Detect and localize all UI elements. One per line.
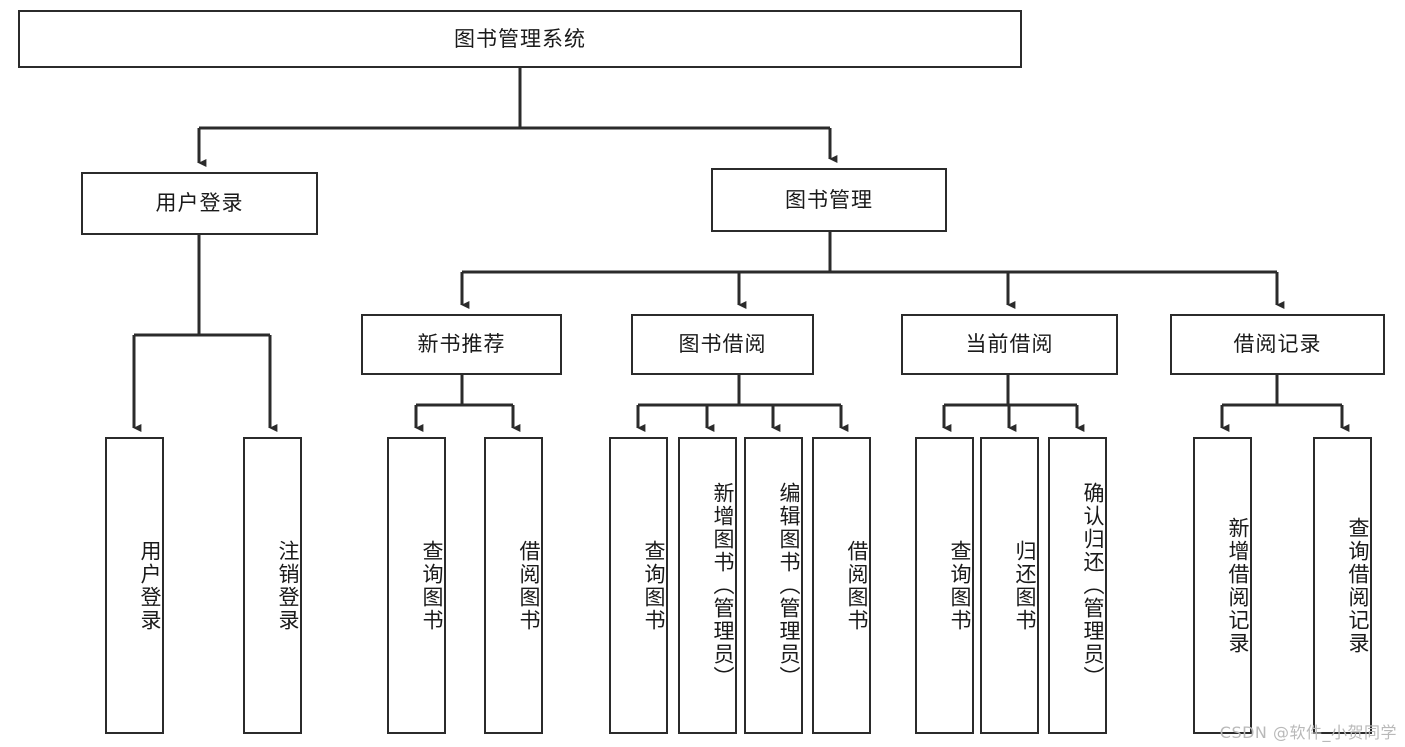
- leaf-user-login-label: 用户登录: [138, 539, 162, 632]
- node-borrow-record[interactable]: 借阅记录: [1170, 314, 1385, 375]
- node-borrow-record-label: 借阅记录: [1233, 332, 1322, 357]
- leaf-borrow-book-bb-label: 借阅图书: [845, 539, 869, 632]
- leaf-query-book-rec-label: 查询图书: [420, 539, 444, 632]
- node-book-manage[interactable]: 图书管理: [711, 168, 947, 232]
- leaf-return-book[interactable]: 归还图书: [980, 437, 1039, 734]
- leaf-query-book-cb-label: 查询图书: [948, 539, 972, 632]
- node-new-book-rec-label: 新书推荐: [417, 332, 506, 357]
- leaf-query-book-rec[interactable]: 查询图书: [387, 437, 446, 734]
- leaf-logout-label: 注销登录: [276, 539, 300, 632]
- node-root[interactable]: 图书管理系统: [18, 10, 1022, 68]
- leaf-query-record[interactable]: 查询借阅记录: [1313, 437, 1372, 734]
- node-new-book-rec[interactable]: 新书推荐: [361, 314, 562, 375]
- node-book-manage-label: 图书管理: [785, 187, 873, 212]
- node-user-login-label: 用户登录: [155, 191, 244, 216]
- node-user-login[interactable]: 用户登录: [81, 172, 318, 235]
- leaf-add-record-label: 新增借阅记录: [1226, 516, 1250, 655]
- leaf-add-record[interactable]: 新增借阅记录: [1193, 437, 1252, 734]
- node-root-label: 图书管理系统: [454, 26, 586, 51]
- leaf-query-record-label: 查询借阅记录: [1346, 516, 1370, 655]
- leaf-borrow-book-bb[interactable]: 借阅图书: [812, 437, 871, 734]
- node-current-borrow[interactable]: 当前借阅: [901, 314, 1118, 375]
- leaf-user-login[interactable]: 用户登录: [105, 437, 164, 734]
- leaf-borrow-book-rec-label: 借阅图书: [517, 539, 541, 632]
- leaf-confirm-return[interactable]: 确认归还（管理员）: [1048, 437, 1107, 734]
- leaf-query-book-cb[interactable]: 查询图书: [915, 437, 974, 734]
- node-book-borrow[interactable]: 图书借阅: [631, 314, 814, 375]
- watermark: CSDN @软件_小贺同学: [1219, 723, 1397, 742]
- leaf-confirm-return-label: 确认归还（管理员）: [1081, 482, 1105, 689]
- leaf-return-book-label: 归还图书: [1013, 539, 1037, 632]
- leaf-borrow-book-rec[interactable]: 借阅图书: [484, 437, 543, 734]
- leaf-edit-book-label: 编辑图书（管理员）: [777, 482, 801, 689]
- node-book-borrow-label: 图书借阅: [678, 332, 767, 357]
- node-current-borrow-label: 当前借阅: [965, 332, 1054, 357]
- leaf-logout[interactable]: 注销登录: [243, 437, 302, 734]
- leaf-add-book[interactable]: 新增图书（管理员）: [678, 437, 737, 734]
- leaf-edit-book[interactable]: 编辑图书（管理员）: [744, 437, 803, 734]
- leaf-query-book-bb[interactable]: 查询图书: [609, 437, 668, 734]
- leaf-add-book-label: 新增图书（管理员）: [711, 482, 735, 689]
- leaf-query-book-bb-label: 查询图书: [642, 539, 666, 632]
